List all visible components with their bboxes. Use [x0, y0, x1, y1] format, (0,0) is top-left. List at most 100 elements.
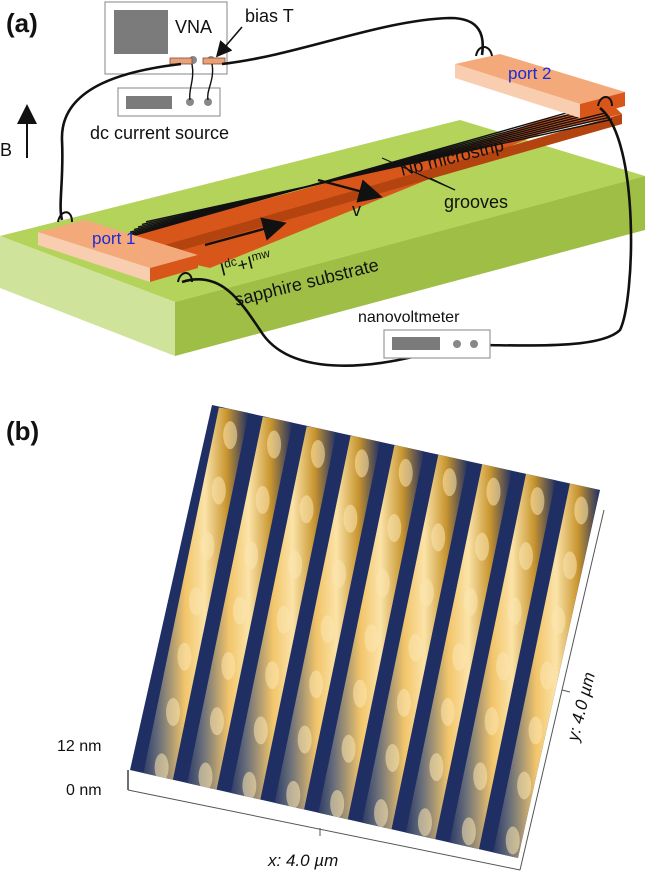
afm-bump-highlight [145, 578, 159, 606]
afm-bump-highlight [530, 487, 545, 516]
afm-bump-highlight [442, 468, 457, 497]
afm-bump-highlight [232, 596, 247, 625]
clip-port1 [57, 211, 73, 223]
afm-bump-highlight [396, 688, 411, 717]
afm-bump-highlight [288, 550, 303, 579]
afm-bump-highlight [156, 522, 171, 551]
afm-bump-highlight [574, 496, 589, 525]
afm-surface [130, 405, 600, 858]
afm-bump-highlight [353, 679, 368, 708]
vna-instrument: VNA [104, 1, 228, 75]
y-axis-label: y: 4.0 µm [563, 670, 599, 744]
bias-t-connector [202, 57, 226, 65]
afm-bump-highlight [154, 753, 169, 782]
wire-port1-nanovoltmeter [181, 278, 456, 367]
substrate-front-face [0, 236, 175, 356]
afm-bump-highlight [200, 531, 215, 560]
afm-bump-highlight [286, 780, 301, 809]
panel-b-label: (b) [6, 416, 39, 446]
afm-bump-highlight [408, 633, 423, 662]
clip-port2-dc [597, 96, 613, 107]
afm-bump-highlight [331, 559, 346, 588]
afm-bump-highlight [330, 789, 345, 818]
afm-bump-highlight [211, 476, 226, 505]
afm-bump-highlight [484, 707, 499, 736]
groove-pointer [429, 177, 456, 191]
afm-bump-highlight [198, 762, 213, 791]
afm-bump-highlight [223, 421, 238, 450]
wire-bias-dc [207, 63, 214, 101]
y-axis-tick [561, 689, 571, 693]
afm-bump-highlight [276, 605, 291, 634]
substrate-side-face [175, 176, 645, 356]
nanovoltmeter-terminal [470, 340, 478, 348]
groove-line [145, 118, 613, 223]
nanovoltmeter-display [392, 337, 440, 350]
clip-port1-dc [177, 272, 193, 283]
z-top-label: 12 nm [57, 738, 101, 755]
wire-vna-port1 [59, 62, 182, 221]
clip-port2 [475, 46, 493, 57]
wiring [59, 16, 633, 367]
afm-bump-highlight [463, 587, 478, 616]
afm-bump-highlight [255, 485, 270, 514]
afm-bump-highlight [518, 542, 533, 571]
afm-bump-highlight [364, 624, 379, 653]
afm-bump-highlight [429, 753, 444, 782]
afm-bump-highlight [475, 532, 490, 561]
wire-bias-dc [188, 63, 194, 101]
afm-bump-highlight [461, 817, 476, 846]
dc-source-terminal [186, 98, 194, 106]
dc-source-display [126, 96, 172, 109]
afm-bump-highlight [551, 606, 566, 635]
port-1-pad [38, 220, 198, 282]
afm-bump-highlight [166, 698, 181, 727]
current-arrow [204, 217, 287, 247]
dc-source-label: dc current source [90, 123, 229, 143]
nanovoltmeter-terminal [453, 340, 461, 348]
afm-bump-highlight [374, 799, 389, 828]
bias-t-arrow [215, 26, 243, 58]
afm-bump-highlight [440, 698, 455, 727]
afm-bump-highlight [177, 642, 192, 671]
afm-bump-highlight [528, 716, 543, 745]
nanovoltmeter [383, 329, 491, 359]
x-axis-line [127, 789, 521, 871]
afm-bump-highlight [221, 651, 236, 680]
afm-bump-highlight [265, 661, 280, 690]
afm-bump-highlight [486, 477, 501, 506]
afm-bump-highlight [507, 597, 522, 626]
afm-bump-highlight [496, 652, 511, 681]
afm-bump-highlight [562, 551, 577, 580]
afm-bump-highlight [385, 743, 400, 772]
afm-bump-highlight [244, 541, 259, 570]
afm-bump-highlight [419, 578, 434, 607]
afm-bump-highlight [343, 504, 358, 533]
bias-t-label: bias T [245, 6, 294, 26]
dc-current-source [117, 87, 221, 117]
current-label: Idc+Imw [218, 246, 274, 280]
grooves-label: grooves [444, 192, 508, 212]
afm-bump-highlight [267, 430, 282, 459]
port-1-label: port 1 [92, 229, 135, 248]
afm-bump-highlight [130, 688, 137, 717]
afm-bump-highlight [188, 587, 203, 616]
afm-bump-highlight [167, 467, 182, 496]
afm-bump-highlight [452, 642, 467, 671]
afm-bump-highlight [517, 771, 532, 800]
afm-bump-highlight [398, 458, 413, 487]
afm-bump-highlight [431, 523, 446, 552]
afm-ridges [130, 405, 600, 858]
afm-bump-highlight [242, 771, 257, 800]
afm-bump-highlight [253, 716, 268, 745]
z-bottom-label: 0 nm [66, 782, 102, 799]
afm-bump-highlight [354, 449, 369, 478]
velocity-arrow [317, 178, 383, 203]
nanovoltmeter-label: nanovoltmeter [358, 309, 460, 326]
afm-bump-highlight [473, 762, 488, 791]
afm-bump-highlight [133, 633, 148, 662]
afm-bump-highlight [310, 439, 325, 468]
wire-vna-port2 [221, 16, 484, 66]
afm-bump-highlight [375, 569, 390, 598]
bias-t-connector [169, 57, 193, 65]
